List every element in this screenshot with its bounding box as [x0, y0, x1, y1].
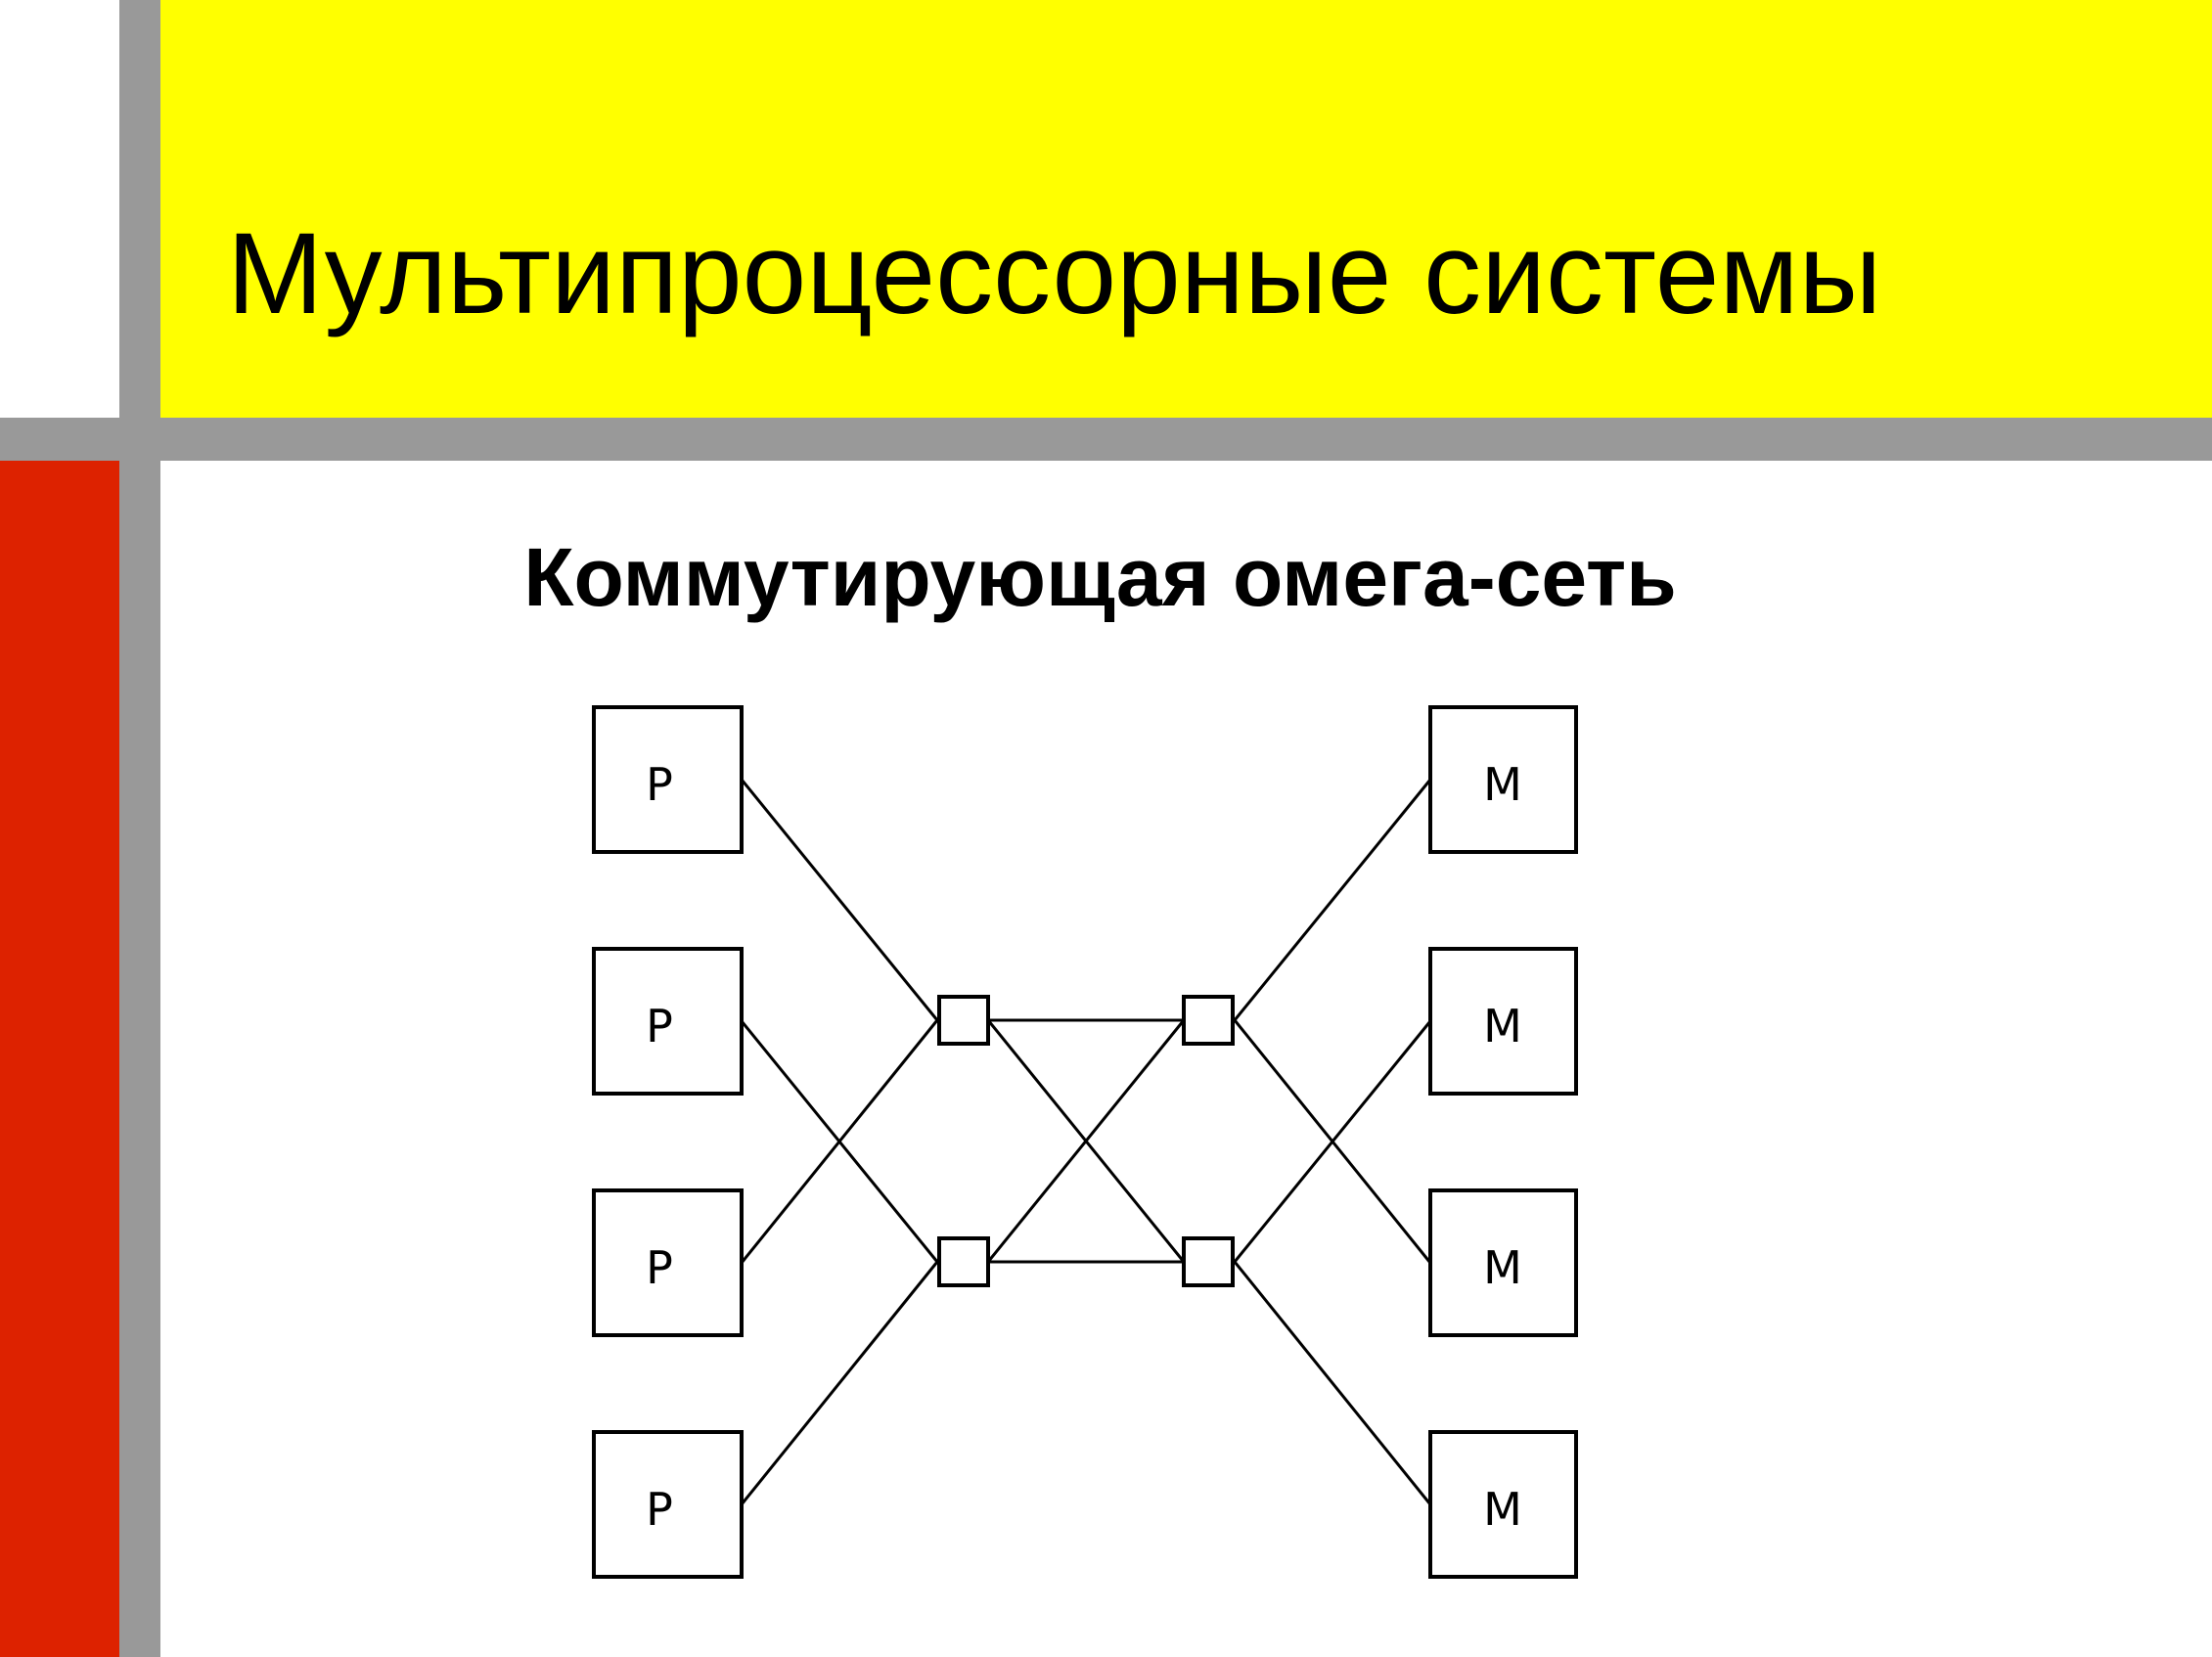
switch-nodes [937, 995, 1235, 1287]
switch-stage1-top [937, 995, 990, 1046]
link-s2a-m1 [1233, 779, 1432, 1021]
slide-subtitle: Коммутирующая омега-сеть [0, 528, 2212, 626]
processor-box [592, 1188, 744, 1337]
subtitle-text: Коммутирующая омега-сеть [523, 531, 1677, 623]
memory-label: M [1483, 1241, 1522, 1294]
processor-label: P [646, 758, 673, 811]
title-band [160, 0, 2212, 418]
link-s2b-m4 [1233, 1261, 1432, 1505]
link-s2a-m3 [1233, 1019, 1432, 1264]
memory-column: M M M M [1428, 705, 1578, 1579]
switch-stage2-bottom [1182, 1236, 1235, 1287]
connection-lines [740, 779, 1432, 1505]
switch-stage1-bottom [937, 1236, 990, 1287]
processor-box [592, 1430, 744, 1579]
vertical-divider [119, 0, 160, 1657]
memory-label: M [1483, 1000, 1522, 1052]
link-s1b-s2a [986, 1019, 1186, 1263]
memory-label: M [1483, 1483, 1522, 1536]
accent-bar [0, 461, 119, 1657]
processor-label: P [646, 1241, 673, 1294]
processor-column: P P P P [592, 705, 744, 1579]
memory-box [1428, 705, 1578, 854]
processor-box [592, 705, 744, 854]
processor-label: P [646, 1483, 673, 1536]
memory-box [1428, 947, 1578, 1096]
processor-label: P [646, 1000, 673, 1052]
slide-title: Мультипроцессорные системы [227, 209, 1882, 338]
memory-box [1428, 1430, 1578, 1579]
processor-box [592, 947, 744, 1096]
memory-label: M [1483, 758, 1522, 811]
link-p1-s1a [740, 779, 939, 1021]
link-p4-s1b [740, 1261, 939, 1505]
memory-box [1428, 1188, 1578, 1337]
switch-stage2-top [1182, 995, 1235, 1046]
horizontal-divider [0, 418, 2212, 461]
link-p3-s1a [740, 1019, 939, 1264]
